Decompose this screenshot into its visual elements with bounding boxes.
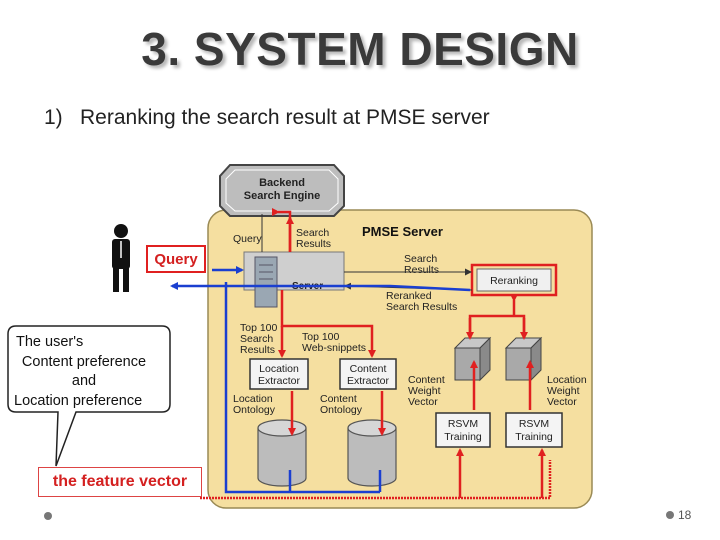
callout-line-4: Location preference <box>14 392 143 409</box>
user-person-icon <box>112 224 130 292</box>
red-arrows <box>200 208 552 500</box>
server-icon <box>254 256 278 308</box>
content-ontology-cylinder <box>347 419 397 487</box>
content-extractor-2: Extractor <box>347 375 390 387</box>
slide-subtitle: 1) Reranking the search result at PMSE se… <box>44 106 490 130</box>
feature-vector-label: the feature vector <box>38 467 202 497</box>
location-weight-2: Weight <box>547 385 580 397</box>
reranked-label-2: Search Results <box>386 301 457 313</box>
reranked-label-1: Reranked <box>386 290 432 302</box>
rsvm-2-label-b: Training <box>515 431 553 443</box>
top100-snippets-2: Web-snippets <box>302 342 366 354</box>
content-ontology-2: Ontology <box>320 404 363 416</box>
location-extractor-2: Extractor <box>258 375 301 387</box>
footer-dot-right <box>666 511 674 519</box>
rsvm-training-box-1 <box>435 412 491 448</box>
search-results-right-1: Search <box>404 253 437 265</box>
top100-results-2: Search <box>240 333 273 345</box>
reranking-box <box>476 268 552 292</box>
slide-title: 3. SYSTEM DESIGN <box>141 23 579 75</box>
query-label: Query <box>146 245 206 273</box>
content-extractor-1: Content <box>350 363 387 375</box>
rsvm-1-label-b: Training <box>444 431 482 443</box>
search-results-right-2: Results <box>404 264 439 276</box>
pmse-server-title: PMSE Server <box>362 224 443 239</box>
footer-dot-left <box>44 512 52 520</box>
rsvm-2-label-a: RSVM <box>519 418 549 430</box>
location-weight-cube <box>504 336 543 382</box>
rsvm-training-box-2 <box>505 412 563 448</box>
search-results-top-1: Search <box>296 227 329 239</box>
search-results-top-2: Results <box>296 238 331 250</box>
location-weight-3: Vector <box>547 396 577 408</box>
content-extractor-box <box>339 358 397 390</box>
blue-arrows <box>170 266 471 494</box>
location-ontology-2: Ontology <box>233 404 276 416</box>
location-weight-1: Location <box>547 374 587 386</box>
top100-results-3: Results <box>240 344 275 356</box>
content-weight-1: Content <box>408 374 445 386</box>
location-extractor-box <box>249 358 309 390</box>
content-weight-cube <box>453 336 492 382</box>
backend-search-engine-box <box>219 164 345 217</box>
query-small-label: Query <box>233 233 262 245</box>
callout-line-3: and <box>71 373 97 389</box>
rsvm-1-label-a: RSVM <box>448 418 478 430</box>
location-ontology-cylinder <box>257 419 307 487</box>
top100-snippets-1: Top 100 <box>302 331 340 343</box>
subtitle-number: 1) <box>44 106 63 129</box>
subtitle-text: Reranking the search result at PMSE serv… <box>80 106 490 129</box>
page-number: 18 <box>678 508 692 522</box>
callout-line-1: The user's <box>16 334 84 350</box>
content-weight-3: Vector <box>408 396 438 408</box>
top100-results-1: Top 100 <box>240 322 278 334</box>
backend-label-1: Backend <box>259 177 305 189</box>
callout-line-2: Content preference <box>21 353 147 370</box>
content-weight-2: Weight <box>408 385 441 397</box>
backend-label-2: Search Engine <box>244 190 320 202</box>
location-extractor-1: Location <box>259 363 299 375</box>
location-ontology-1: Location <box>233 393 273 405</box>
callout-text: The user's Content preference and Locati… <box>10 333 158 411</box>
content-ontology-1: Content <box>320 393 357 405</box>
reranking-label: Reranking <box>490 275 538 287</box>
callout-bubble <box>7 325 171 467</box>
